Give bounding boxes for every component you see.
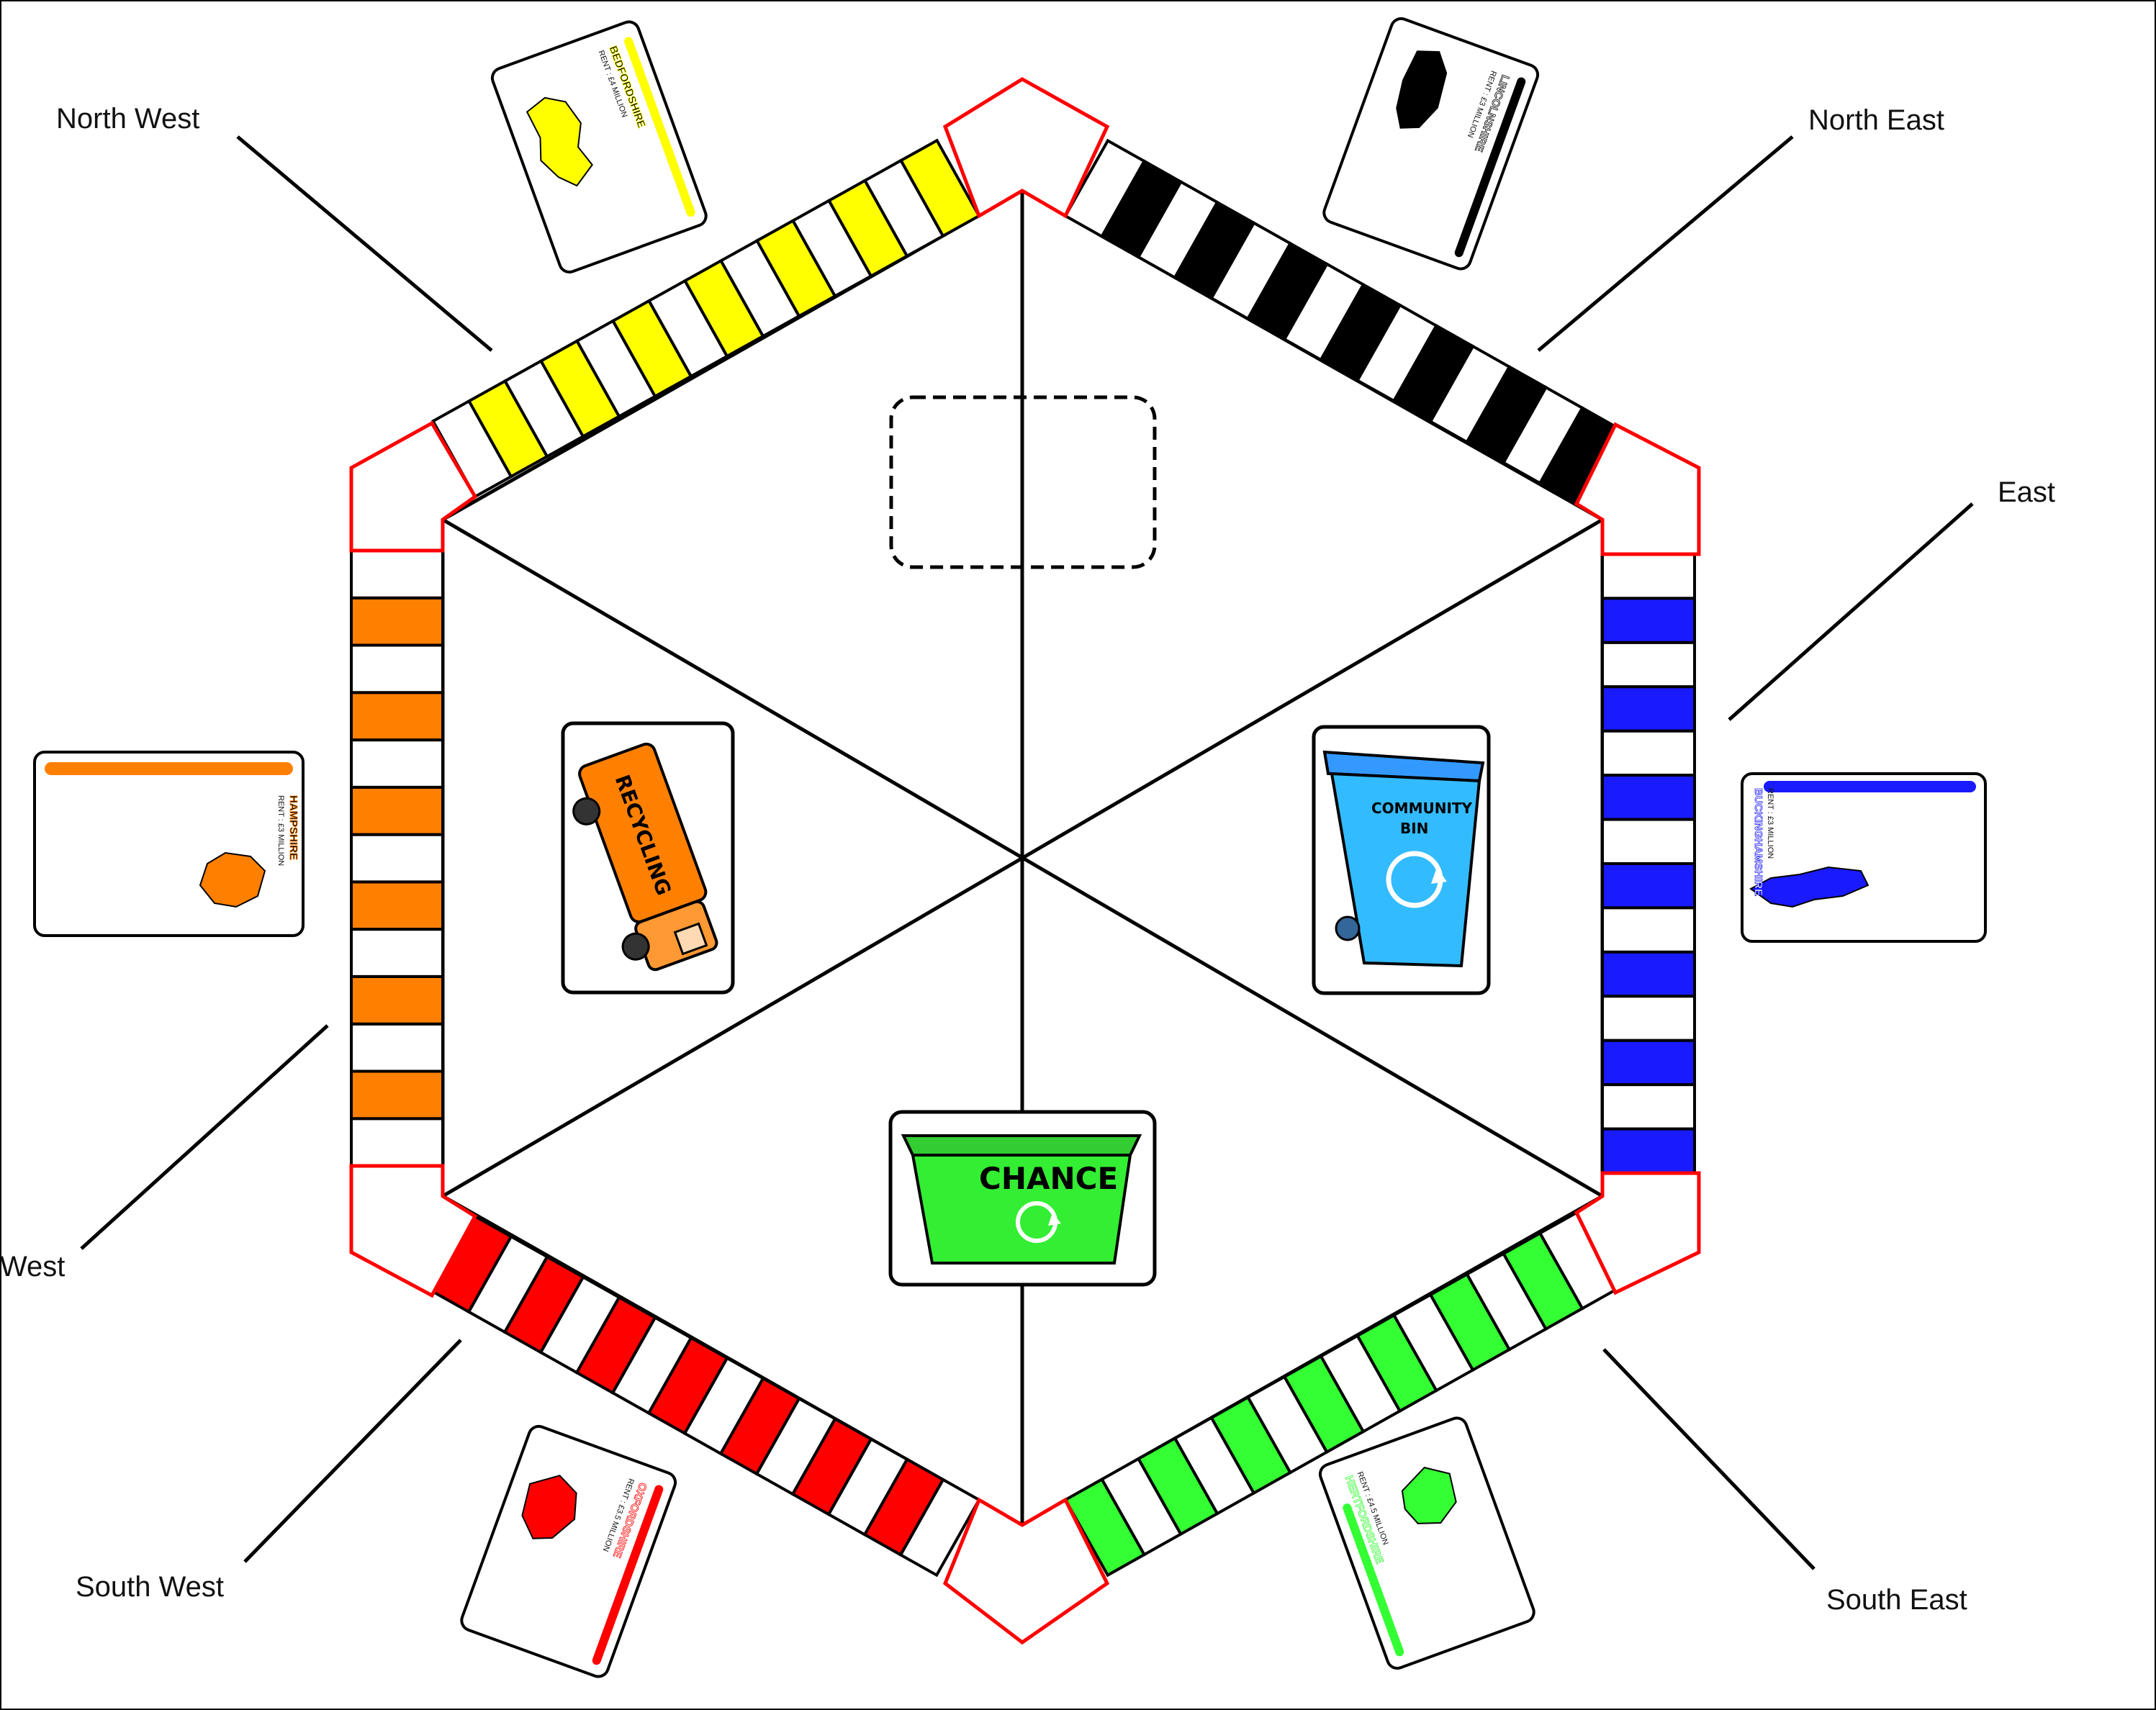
board-space-east-6[interactable] (1601, 774, 1696, 821)
board-space-west-13[interactable] (350, 549, 444, 600)
hampshire-rent: RENT : £3 MILLION (276, 795, 285, 866)
board-space-north-west-14[interactable] (898, 138, 981, 238)
region-label-south-east: South East (1826, 1584, 1967, 1616)
buckinghamshire-title: BUCKINGHAMSHIRE (1752, 788, 1764, 896)
board-space-west-4[interactable] (350, 974, 444, 1026)
corner-space-bottom-right[interactable] (1574, 1171, 1701, 1295)
board-space-east-2[interactable] (1601, 597, 1696, 644)
property-card-oxfordshire[interactable]: OXFORDSHIRE RENT : £3.5 MILLION (459, 1424, 678, 1679)
chance-card[interactable]: CHANCE (888, 1110, 1157, 1287)
board-space-east-3[interactable] (1601, 641, 1696, 689)
region-label-west: West (0, 1251, 65, 1282)
board-space-east-8[interactable] (1601, 862, 1696, 910)
property-card-lincolnshire[interactable]: LINCOLNSHIRE RENT : £3 MILLION (1321, 16, 1541, 271)
corner-space-bottom[interactable] (942, 1497, 1110, 1645)
board-space-west-3[interactable] (350, 1022, 444, 1073)
board-space-west-10[interactable] (350, 691, 444, 742)
bin-label-line1: COMMUNITY (1371, 800, 1473, 817)
board-space-west-2[interactable] (350, 1069, 444, 1121)
buckinghamshire-rent: RENT : £3 MILLION (1766, 788, 1774, 859)
board-space-west-7[interactable] (350, 833, 444, 884)
recycling-truck-card[interactable]: RECYCLING (559, 721, 735, 995)
corner-space-bottom-left[interactable] (349, 1164, 478, 1298)
card-placeholder (889, 395, 1157, 569)
board-space-west-9[interactable] (350, 738, 444, 789)
board-space-east-1[interactable] (1601, 553, 1696, 600)
buckinghamshire-map-icon (1749, 866, 1869, 908)
region-label-south-west: South West (76, 1571, 224, 1603)
community-bin-icon: COMMUNITY BIN (1322, 750, 1485, 968)
chance-box-icon: CHANCE (901, 1134, 1142, 1265)
corner-spaces (349, 77, 1701, 1645)
oxfordshire-map-icon (521, 1475, 577, 1539)
bedfordshire-map-icon (526, 96, 593, 187)
board-space-east-9[interactable] (1601, 906, 1696, 954)
board-space-west-12[interactable] (350, 596, 444, 647)
property-card-hertfordshire[interactable]: HERTFORDSHIRE RENT : £4.5 MILLION (1317, 1415, 1537, 1670)
board-space-west-6[interactable] (350, 880, 444, 931)
board-space-east-10[interactable] (1601, 950, 1696, 998)
region-label-north-west: North West (56, 103, 199, 135)
board-space-east-11[interactable] (1601, 995, 1696, 1042)
property-card-bedfordshire[interactable]: BEDFORDSHIRE RENT : £4 MILLION (490, 19, 709, 274)
board-space-west-1[interactable] (350, 1117, 444, 1167)
corner-space-top-right[interactable] (1574, 422, 1701, 556)
lincolnshire-map-icon (1396, 50, 1448, 129)
hampshire-map-icon (199, 851, 266, 908)
board-space-west-8[interactable] (350, 785, 444, 836)
board-space-west-11[interactable] (350, 643, 444, 695)
corner-space-top-left[interactable] (349, 420, 478, 553)
property-strips (350, 138, 1696, 1578)
property-card-hampshire[interactable]: HAMPSHIRE RENT : £3 MILLION (33, 751, 305, 937)
board-space-east-5[interactable] (1601, 729, 1696, 777)
corner-space-top[interactable] (942, 77, 1110, 219)
recycling-truck-icon: RECYCLING (572, 742, 718, 972)
bin-label-line2: BIN (1400, 820, 1428, 837)
board-space-south-east-14[interactable] (1063, 1477, 1147, 1578)
board-space-east-12[interactable] (1601, 1039, 1696, 1087)
leader-lines (80, 135, 1974, 1570)
region-label-north-east: North East (1808, 104, 1944, 136)
hertfordshire-map-icon (1401, 1466, 1457, 1524)
board-space-east-13[interactable] (1601, 1083, 1696, 1131)
chance-label: CHANCE (979, 1161, 1118, 1196)
region-label-east: East (1998, 476, 2055, 508)
property-card-buckinghamshire[interactable]: BUCKINGHAMSHIRE RENT : £3 MILLION (1741, 772, 1987, 943)
community-bin-card[interactable]: COMMUNITY BIN (1312, 725, 1491, 995)
board-space-east-4[interactable] (1601, 685, 1696, 733)
board-space-east-14[interactable] (1601, 1127, 1696, 1175)
hampshire-title: HAMPSHIRE (287, 795, 299, 860)
board-space-east-7[interactable] (1601, 818, 1696, 865)
board-space-west-5[interactable] (350, 928, 444, 978)
